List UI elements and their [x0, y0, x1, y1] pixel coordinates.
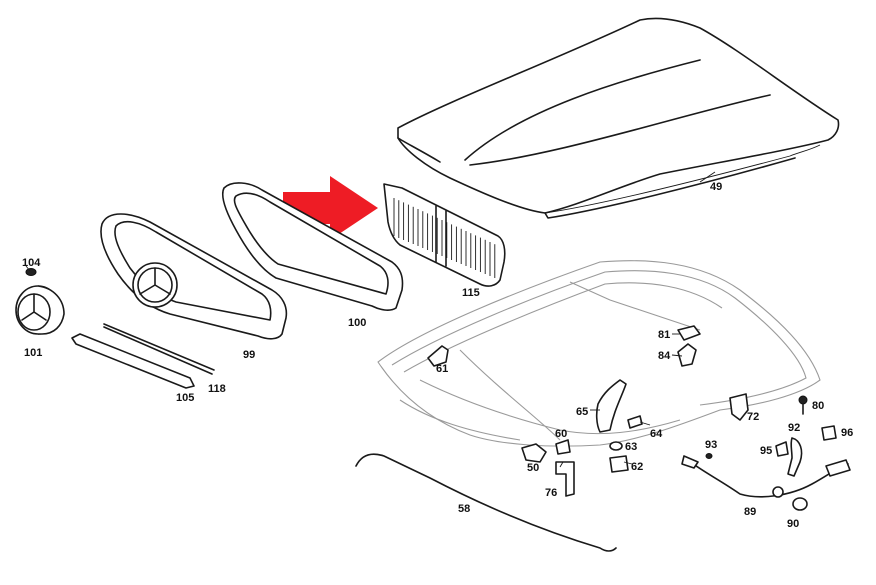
- callout-65: 65: [576, 406, 588, 418]
- part-strip-105: [71, 333, 195, 389]
- part-grille-insert: [383, 183, 506, 287]
- part-washer-63: [609, 441, 623, 451]
- callout-105: 105: [176, 392, 194, 404]
- callout-104: 104: [22, 257, 41, 269]
- part-lever-92: [787, 437, 803, 477]
- callout-58: 58: [458, 503, 470, 515]
- part-hood: [397, 17, 840, 219]
- part-clip-96: [821, 425, 837, 441]
- callout-95: 95: [760, 445, 772, 457]
- part-strip-118: [103, 323, 215, 375]
- part-rod-58: [355, 453, 617, 552]
- callout-labels: 49 115 100 99 104 101 105 118 61 81 84 6…: [22, 181, 853, 530]
- callout-61: 61: [436, 363, 448, 375]
- callout-89: 89: [744, 506, 756, 518]
- body-outline: [377, 260, 821, 447]
- callout-64: 64: [650, 428, 663, 440]
- leader-lines: [25, 171, 716, 468]
- callout-118: 118: [208, 383, 226, 395]
- part-grille-surround: [100, 213, 288, 340]
- part-frame-100: [221, 182, 404, 311]
- callout-99: 99: [243, 349, 255, 361]
- part-lock-84: [677, 343, 697, 367]
- callout-62: 62: [631, 461, 643, 473]
- part-clip-95: [775, 441, 789, 457]
- part-prop-65: [595, 379, 627, 433]
- callout-96: 96: [841, 427, 853, 439]
- callout-60: 60: [555, 428, 567, 440]
- callout-80: 80: [812, 400, 824, 412]
- callout-72: 72: [747, 411, 759, 423]
- callout-92: 92: [788, 422, 800, 434]
- part-clip-93: [705, 453, 713, 459]
- callout-93: 93: [705, 439, 717, 451]
- part-bracket-64: [627, 415, 643, 429]
- part-catch-50: [521, 443, 547, 463]
- callout-84: 84: [658, 350, 671, 362]
- callout-50: 50: [527, 462, 539, 474]
- part-nut-104: [25, 268, 37, 276]
- callout-115: 115: [462, 287, 480, 299]
- part-catch-60: [555, 439, 571, 455]
- part-latch-81: [677, 325, 701, 341]
- part-hinge-72: [729, 393, 749, 421]
- part-hinge-61: [427, 345, 449, 367]
- part-bracket-76: [555, 461, 575, 497]
- part-block-62: [609, 455, 629, 473]
- callout-90: 90: [787, 518, 799, 530]
- part-cable-89: [681, 455, 851, 498]
- part-star-ring: [15, 285, 65, 335]
- callout-76: 76: [545, 487, 557, 499]
- callout-100: 100: [348, 317, 366, 329]
- callout-63: 63: [625, 441, 637, 453]
- part-grommet-90: [792, 497, 808, 511]
- callout-49: 49: [710, 181, 722, 193]
- callout-81: 81: [658, 329, 670, 341]
- callout-101: 101: [24, 347, 42, 359]
- part-bolt-80: [798, 395, 808, 415]
